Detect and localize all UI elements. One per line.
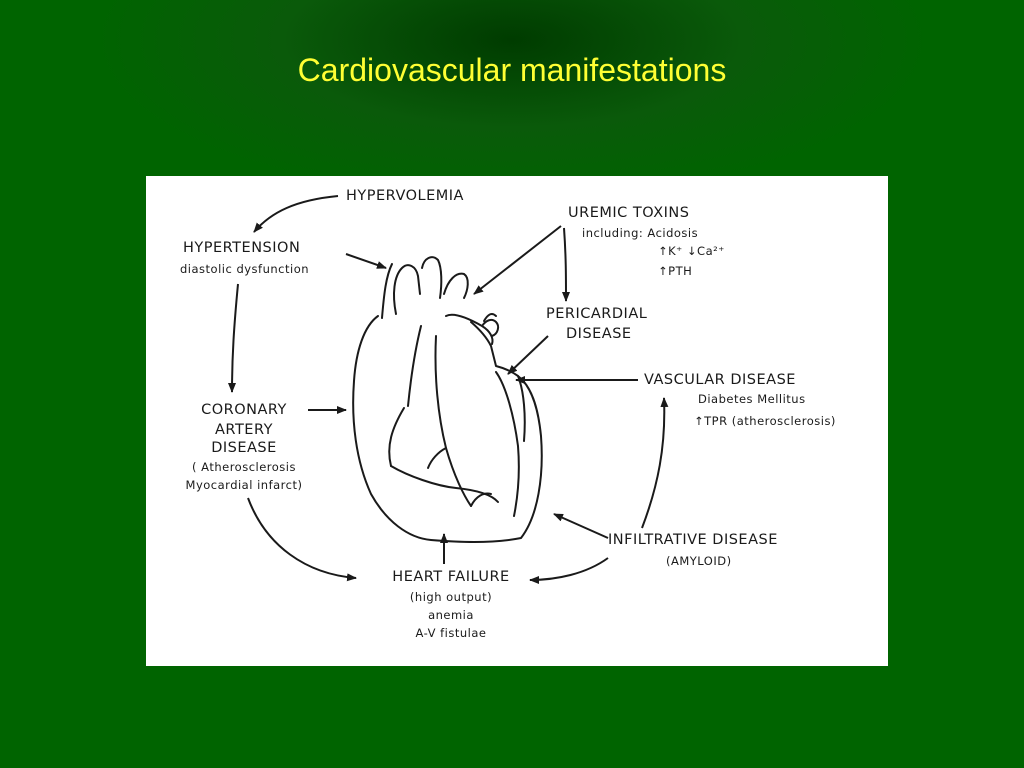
label-infiltrative-sub: (AMYLOID) <box>666 554 732 568</box>
arrow-uremic-to-heart <box>473 225 562 295</box>
superior-vena-cava <box>381 263 393 319</box>
arrow-infiltrative-to-hf <box>529 557 609 584</box>
label-pericardial-2: DISEASE <box>566 326 632 342</box>
label-hf-sub2: anemia <box>428 608 474 622</box>
arrow-hypertension-to-cad <box>228 283 239 393</box>
arrow-uremic-to-pericardial <box>561 227 570 302</box>
label-uremic-sub1: including: Acidosis <box>582 226 699 240</box>
label-hf-sub3: A-V fistulae <box>415 626 487 640</box>
coronary-branch <box>495 371 520 517</box>
lower-chamber <box>390 465 499 503</box>
heart-illustration <box>352 256 543 543</box>
label-pericardial-1: PERICARDIAL <box>546 306 648 322</box>
label-vascular-disease: VASCULAR DISEASE <box>644 372 796 388</box>
atrium-line <box>407 325 422 407</box>
label-infiltrative: INFILTRATIVE DISEASE <box>608 532 778 548</box>
label-vascular-sub2: ↑TPR (atherosclerosis) <box>694 414 836 428</box>
label-coronary-2: ARTERY <box>215 422 273 438</box>
label-uremic-sub3: ↑PTH <box>658 264 693 278</box>
label-coronary-sub2: Myocardial infarct) <box>185 478 303 492</box>
arrow-pericardial-to-heart <box>507 335 549 375</box>
interventricular-line <box>434 335 472 507</box>
label-uremic-toxins: UREMIC TOXINS <box>568 205 690 221</box>
aorta <box>393 256 469 315</box>
diagram-panel: HYPERVOLEMIA HYPERTENSION diastolic dysf… <box>146 176 888 666</box>
arrow-infiltrative-to-vascular <box>641 397 669 529</box>
arrow-cad-to-hf <box>247 497 357 582</box>
arrow-infiltrative-to-heart <box>553 513 609 539</box>
label-hypertension: HYPERTENSION <box>183 240 301 256</box>
heart-outline <box>352 315 543 543</box>
label-coronary-3: DISEASE <box>211 440 277 456</box>
label-hf-sub1: (high output) <box>409 590 493 604</box>
label-heart-failure: HEART FAILURE <box>392 569 510 585</box>
label-uremic-sub2: ↑K⁺ ↓Ca²⁺ <box>658 244 725 258</box>
label-vascular-sub1: Diabetes Mellitus <box>698 392 806 406</box>
label-coronary-sub1: ( Atherosclerosis <box>192 460 296 474</box>
label-coronary-1: CORONARY <box>201 402 287 418</box>
label-hypervolemia: HYPERVOLEMIA <box>346 188 464 204</box>
arrow-hypervolemia-to-hypertension <box>253 195 339 233</box>
heart-diagram-svg <box>228 195 669 584</box>
pulmonary-artery <box>445 313 500 345</box>
label-hypertension-sub: diastolic dysfunction <box>180 262 310 276</box>
arrow-hypertension-to-heart <box>345 253 387 269</box>
arrows <box>228 195 669 584</box>
slide-title: Cardiovascular manifestations <box>297 52 727 88</box>
